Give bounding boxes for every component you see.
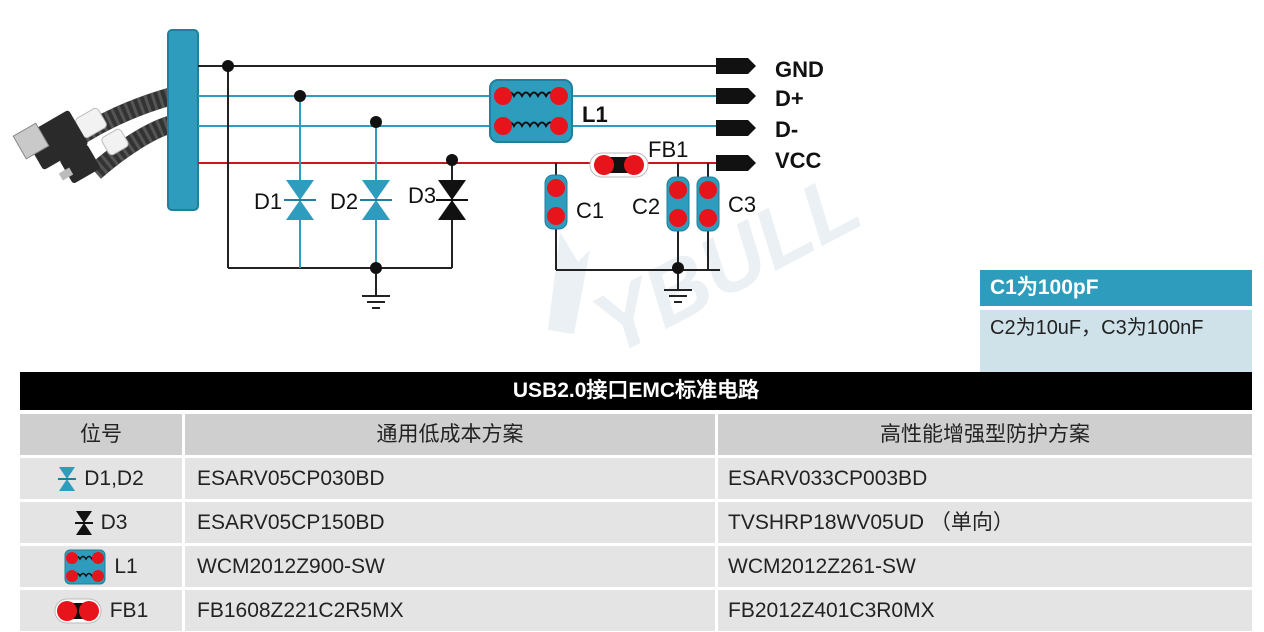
standard-part: ESARV05CP150BD bbox=[185, 502, 715, 543]
ferrite-bead-fb1 bbox=[589, 152, 649, 178]
capacitor-note: C1为100pF C2为10uF，C3为100nF bbox=[980, 270, 1252, 378]
usb-connector-bar bbox=[167, 29, 199, 211]
header-standard: 通用低成本方案 bbox=[185, 414, 715, 455]
label-c3: C3 bbox=[728, 192, 756, 217]
signal-label-dplus: D+ bbox=[775, 86, 804, 111]
tvs-unidirectional-icon bbox=[74, 510, 93, 535]
position-cell: D1,D2 bbox=[20, 458, 182, 499]
label-fb1: FB1 bbox=[648, 137, 688, 162]
signal-label-dminus: D- bbox=[775, 117, 798, 142]
label-c1: C1 bbox=[576, 198, 604, 223]
common-mode-choke-icon bbox=[64, 549, 106, 584]
position-cell: D3 bbox=[20, 502, 182, 543]
signal-label-gnd: GND bbox=[775, 57, 824, 82]
header-enhanced: 高性能增强型防护方案 bbox=[718, 414, 1252, 455]
note-header: C1为100pF bbox=[980, 270, 1252, 306]
standard-part: FB1608Z221C2R5MX bbox=[185, 590, 715, 631]
label-c2: C2 bbox=[632, 194, 660, 219]
watermark-text: YBULL bbox=[578, 154, 876, 372]
note-body: C2为10uF，C3为100nF bbox=[980, 310, 1252, 376]
enhanced-part: WCM2012Z261-SW bbox=[718, 546, 1252, 587]
ground-symbol bbox=[664, 289, 692, 303]
position-label: D3 bbox=[100, 511, 128, 534]
tvs-diode-d2 bbox=[360, 180, 392, 220]
terminal-arrows bbox=[716, 58, 756, 171]
standard-part: ESARV05CP030BD bbox=[185, 458, 715, 499]
label-d2: D2 bbox=[330, 189, 358, 214]
standard-part: WCM2012Z900-SW bbox=[185, 546, 715, 587]
usb-emc-schematic: YBULL bbox=[12, 29, 876, 372]
table-row: D3 ESARV05CP150BD TVSHRP18WV05UD （单向） bbox=[20, 502, 1252, 543]
table-title: USB2.0接口EMC标准电路 bbox=[20, 372, 1252, 410]
table-header-row: 位号 通用低成本方案 高性能增强型防护方案 bbox=[20, 414, 1252, 455]
label-d3: D3 bbox=[408, 183, 436, 208]
position-label: FB1 bbox=[109, 599, 149, 622]
capacitor-c2 bbox=[666, 176, 690, 232]
position-cell: FB1 bbox=[20, 590, 182, 631]
tvs-diode-d1 bbox=[284, 180, 316, 220]
position-label: L1 bbox=[114, 555, 138, 578]
capacitor-c3 bbox=[696, 176, 720, 232]
component-table: USB2.0接口EMC标准电路 位号 通用低成本方案 高性能增强型防护方案 D1… bbox=[20, 372, 1252, 631]
position-cell: L1 bbox=[20, 546, 182, 587]
enhanced-part: ESARV033CP003BD bbox=[718, 458, 1252, 499]
table-row: L1 WCM2012Z900-SW WCM2012Z261-SW bbox=[20, 546, 1252, 587]
signal-label-vcc: VCC bbox=[775, 148, 822, 173]
label-l1: L1 bbox=[582, 102, 608, 127]
table-row: FB1 FB1608Z221C2R5MX FB2012Z401C3R0MX bbox=[20, 590, 1252, 631]
capacitor-c1 bbox=[544, 174, 568, 230]
enhanced-part: TVSHRP18WV05UD （单向） bbox=[718, 502, 1252, 543]
common-mode-choke-l1 bbox=[489, 79, 573, 143]
enhanced-part: FB2012Z401C3R0MX bbox=[718, 590, 1252, 631]
ground-symbol bbox=[362, 295, 390, 309]
header-position: 位号 bbox=[20, 414, 182, 455]
junction-dots bbox=[222, 60, 684, 274]
position-label: D1,D2 bbox=[84, 467, 144, 490]
tvs-bidirectional-icon bbox=[58, 466, 77, 491]
ferrite-bead-icon bbox=[54, 598, 102, 623]
table-row: D1,D2 ESARV05CP030BD ESARV033CP003BD bbox=[20, 458, 1252, 499]
tvs-diode-d3 bbox=[436, 180, 468, 220]
label-d1: D1 bbox=[254, 189, 282, 214]
usb-cable-image bbox=[12, 87, 175, 184]
